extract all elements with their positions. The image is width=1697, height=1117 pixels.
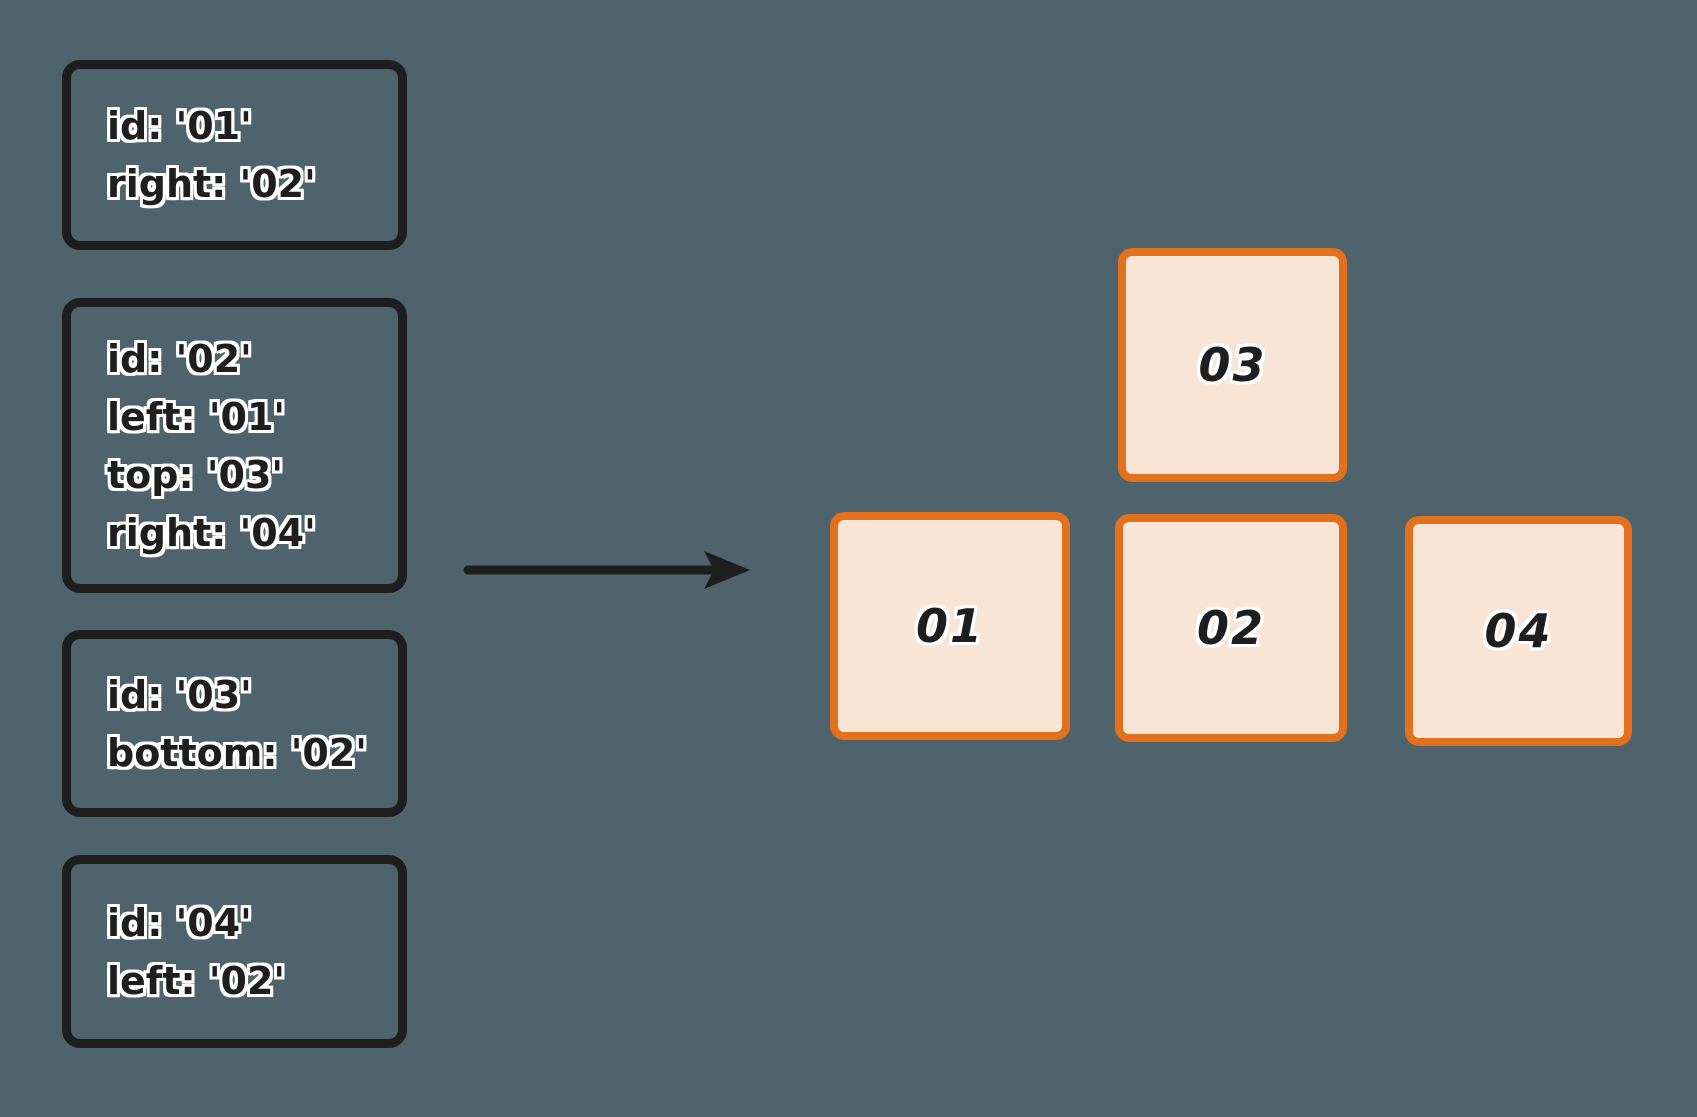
- definition-line: id: '03': [107, 672, 252, 717]
- definition-line: right: '04': [107, 510, 316, 555]
- definition-box-03: id: '03' bottom: '02': [62, 630, 407, 817]
- card-label: 01: [915, 599, 984, 653]
- definition-line: left: '02': [107, 958, 286, 1003]
- arrow-icon: [460, 545, 760, 595]
- card-label: 04: [1484, 604, 1553, 658]
- definition-box-02: id: '02' left: '01' top: '03' right: '04…: [62, 298, 407, 593]
- layout-card-04: 04: [1405, 516, 1632, 746]
- definition-line: left: '01': [107, 394, 286, 439]
- definition-box-01: id: '01' right: '02': [62, 60, 407, 250]
- definition-line: bottom: '02': [107, 730, 367, 775]
- card-label: 02: [1196, 601, 1265, 655]
- layout-card-02: 02: [1115, 514, 1347, 742]
- definition-line: id: '04': [107, 900, 252, 945]
- definition-line: id: '02': [107, 336, 252, 381]
- layout-card-03: 03: [1118, 248, 1347, 482]
- definition-line: id: '01': [107, 104, 252, 148]
- definition-line: top: '03': [107, 452, 284, 497]
- layout-card-01: 01: [830, 512, 1070, 740]
- card-label: 03: [1198, 338, 1267, 392]
- definition-line: right: '02': [107, 162, 316, 206]
- definition-box-04: id: '04' left: '02': [62, 855, 407, 1048]
